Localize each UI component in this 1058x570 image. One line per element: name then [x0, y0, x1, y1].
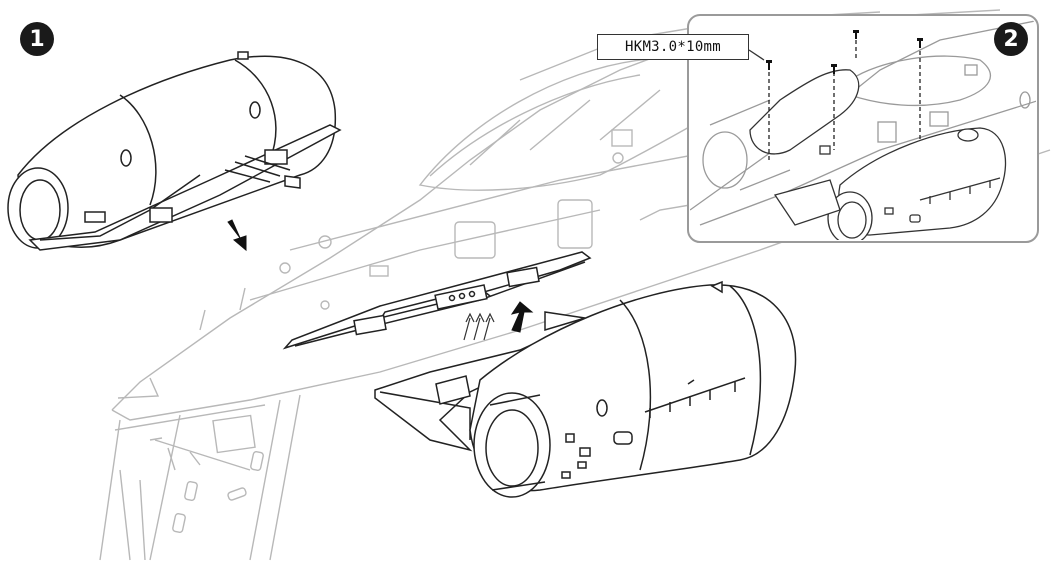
screw-icon [766, 30, 923, 74]
arrow-down-icon [227, 219, 247, 252]
mount-tab-right [506, 266, 540, 288]
direction-arrows [227, 219, 534, 341]
screw-spec-label: HKM3.0*10mm [597, 34, 749, 60]
access-panel [454, 221, 496, 259]
inset-detail-panel [687, 14, 1039, 243]
engine-nacelle-right [374, 280, 797, 498]
step-1-badge: 1 [20, 22, 54, 56]
wing-leading-edge [99, 394, 301, 561]
aircraft-fuselage [99, 9, 1051, 561]
mount-tab-left [353, 314, 387, 336]
arrow-up-icon [510, 301, 534, 333]
step-2-badge: 2 [994, 22, 1028, 56]
nacelle-mount-rail [282, 251, 592, 350]
access-panel [557, 199, 593, 249]
engine-nacelle-step1 [7, 51, 342, 251]
screw-guides [768, 40, 921, 160]
